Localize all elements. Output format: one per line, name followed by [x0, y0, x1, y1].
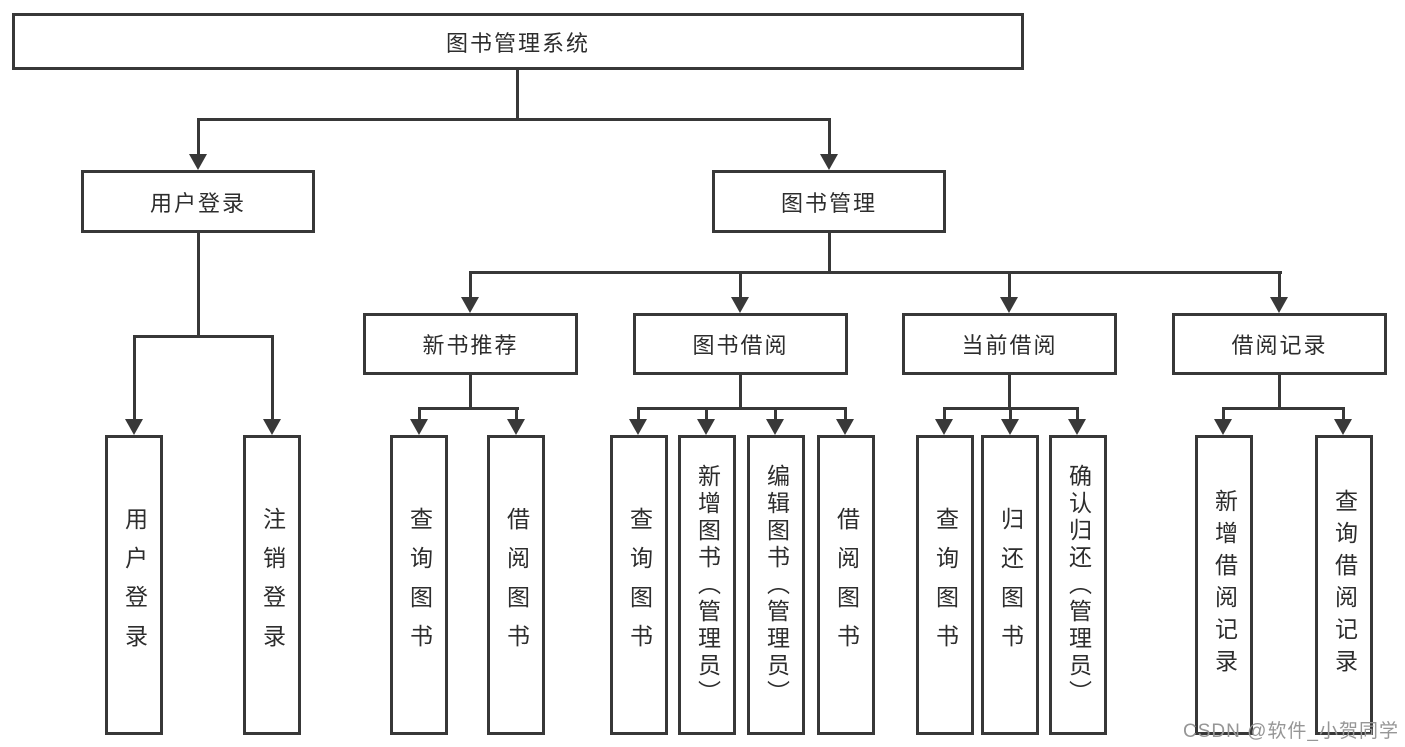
connector-line [1222, 407, 1344, 410]
node-new-book-recommend: 新书推荐 [363, 313, 578, 375]
connector-line [197, 118, 831, 121]
connector-line [1278, 375, 1281, 410]
node-label: 当前借阅 [961, 333, 1058, 358]
leaf-user-login: 用户登录 [105, 435, 163, 735]
leaf-label: 借阅图书 [833, 507, 860, 663]
arrowhead-icon [629, 419, 647, 435]
connector-line [637, 407, 640, 421]
arrowhead-icon [1068, 419, 1086, 435]
arrowhead-icon [189, 154, 207, 170]
node-label: 图书管理系统 [445, 30, 590, 56]
leaf-confirm-return-admin: 确认归还（管理员） [1049, 435, 1107, 735]
node-book-borrow: 图书借阅 [633, 313, 848, 375]
leaf-borrow-book: 借阅图书 [817, 435, 875, 735]
arrowhead-icon [1214, 419, 1232, 435]
connector-line [828, 233, 831, 274]
arrowhead-icon [1270, 297, 1288, 313]
arrowhead-icon [507, 419, 525, 435]
leaf-label: 查询图书 [932, 507, 959, 663]
leaf-label: 新增图书（管理员） [694, 463, 721, 707]
arrowhead-icon [410, 419, 428, 435]
arrowhead-icon [461, 297, 479, 313]
connector-line [828, 118, 831, 156]
arrowhead-icon [935, 419, 953, 435]
arrowhead-icon [1001, 419, 1019, 435]
connector-line [1278, 271, 1281, 299]
connector-line [774, 407, 777, 421]
node-label: 图书借阅 [692, 333, 789, 358]
node-book-management: 图书管理 [712, 170, 946, 233]
connector-line [705, 407, 708, 421]
connector-line [943, 407, 946, 421]
node-label: 用户登录 [149, 190, 246, 216]
leaf-query-borrow-record: 查询借阅记录 [1315, 435, 1373, 735]
leaf-label: 编辑图书（管理员） [763, 463, 790, 707]
node-label: 借阅记录 [1231, 333, 1328, 358]
connector-line [516, 70, 519, 120]
leaf-label: 借阅图书 [503, 507, 530, 663]
connector-line [197, 233, 200, 338]
leaf-logout: 注销登录 [243, 435, 301, 735]
connector-line [133, 335, 274, 338]
connector-line [418, 407, 421, 421]
arrowhead-icon [1000, 297, 1018, 313]
connector-line [469, 375, 472, 410]
connector-line [637, 407, 846, 410]
csdn-watermark: CSDN @软件_小贺同学 [1183, 721, 1399, 742]
connector-line [418, 407, 519, 410]
connector-line [469, 271, 472, 299]
leaf-label: 查询图书 [406, 507, 433, 663]
leaf-label: 查询图书 [626, 507, 653, 663]
connector-line [739, 271, 742, 299]
arrowhead-icon [836, 419, 854, 435]
leaf-query-book: 查询图书 [390, 435, 448, 735]
leaf-label: 确认归还（管理员） [1065, 463, 1092, 707]
leaf-label: 新增借阅记录 [1211, 489, 1238, 681]
leaf-add-borrow-record: 新增借阅记录 [1195, 435, 1253, 735]
leaf-borrow-book: 借阅图书 [487, 435, 545, 735]
node-current-borrow: 当前借阅 [902, 313, 1117, 375]
arrowhead-icon [263, 419, 281, 435]
connector-line [271, 335, 274, 421]
leaf-return-book: 归还图书 [981, 435, 1039, 735]
leaf-edit-book-admin: 编辑图书（管理员） [747, 435, 805, 735]
node-user-login: 用户登录 [81, 170, 315, 233]
connector-line [1076, 407, 1079, 421]
arrowhead-icon [820, 154, 838, 170]
connector-line [133, 335, 136, 421]
node-label: 图书管理 [780, 190, 877, 216]
leaf-label: 查询借阅记录 [1331, 489, 1358, 681]
connector-line [515, 407, 518, 421]
connector-line [739, 375, 742, 410]
connector-line [197, 118, 200, 156]
leaf-label: 用户登录 [121, 507, 148, 663]
connector-line [1009, 407, 1012, 421]
node-borrow-record: 借阅记录 [1172, 313, 1387, 375]
arrowhead-icon [731, 297, 749, 313]
leaf-query-book: 查询图书 [610, 435, 668, 735]
node-label: 新书推荐 [422, 333, 519, 358]
leaf-label: 注销登录 [259, 507, 286, 663]
arrowhead-icon [1334, 419, 1352, 435]
connector-line [469, 271, 1282, 274]
arrowhead-icon [766, 419, 784, 435]
leaf-query-book: 查询图书 [916, 435, 974, 735]
connector-line [1008, 375, 1011, 410]
connector-line [1222, 407, 1225, 421]
leaf-add-book-admin: 新增图书（管理员） [678, 435, 736, 735]
arrowhead-icon [125, 419, 143, 435]
node-library-system: 图书管理系统 [12, 13, 1024, 70]
leaf-label: 归还图书 [997, 507, 1024, 663]
connector-line [1342, 407, 1345, 421]
arrowhead-icon [697, 419, 715, 435]
connector-line [844, 407, 847, 421]
connector-line [1008, 271, 1011, 299]
